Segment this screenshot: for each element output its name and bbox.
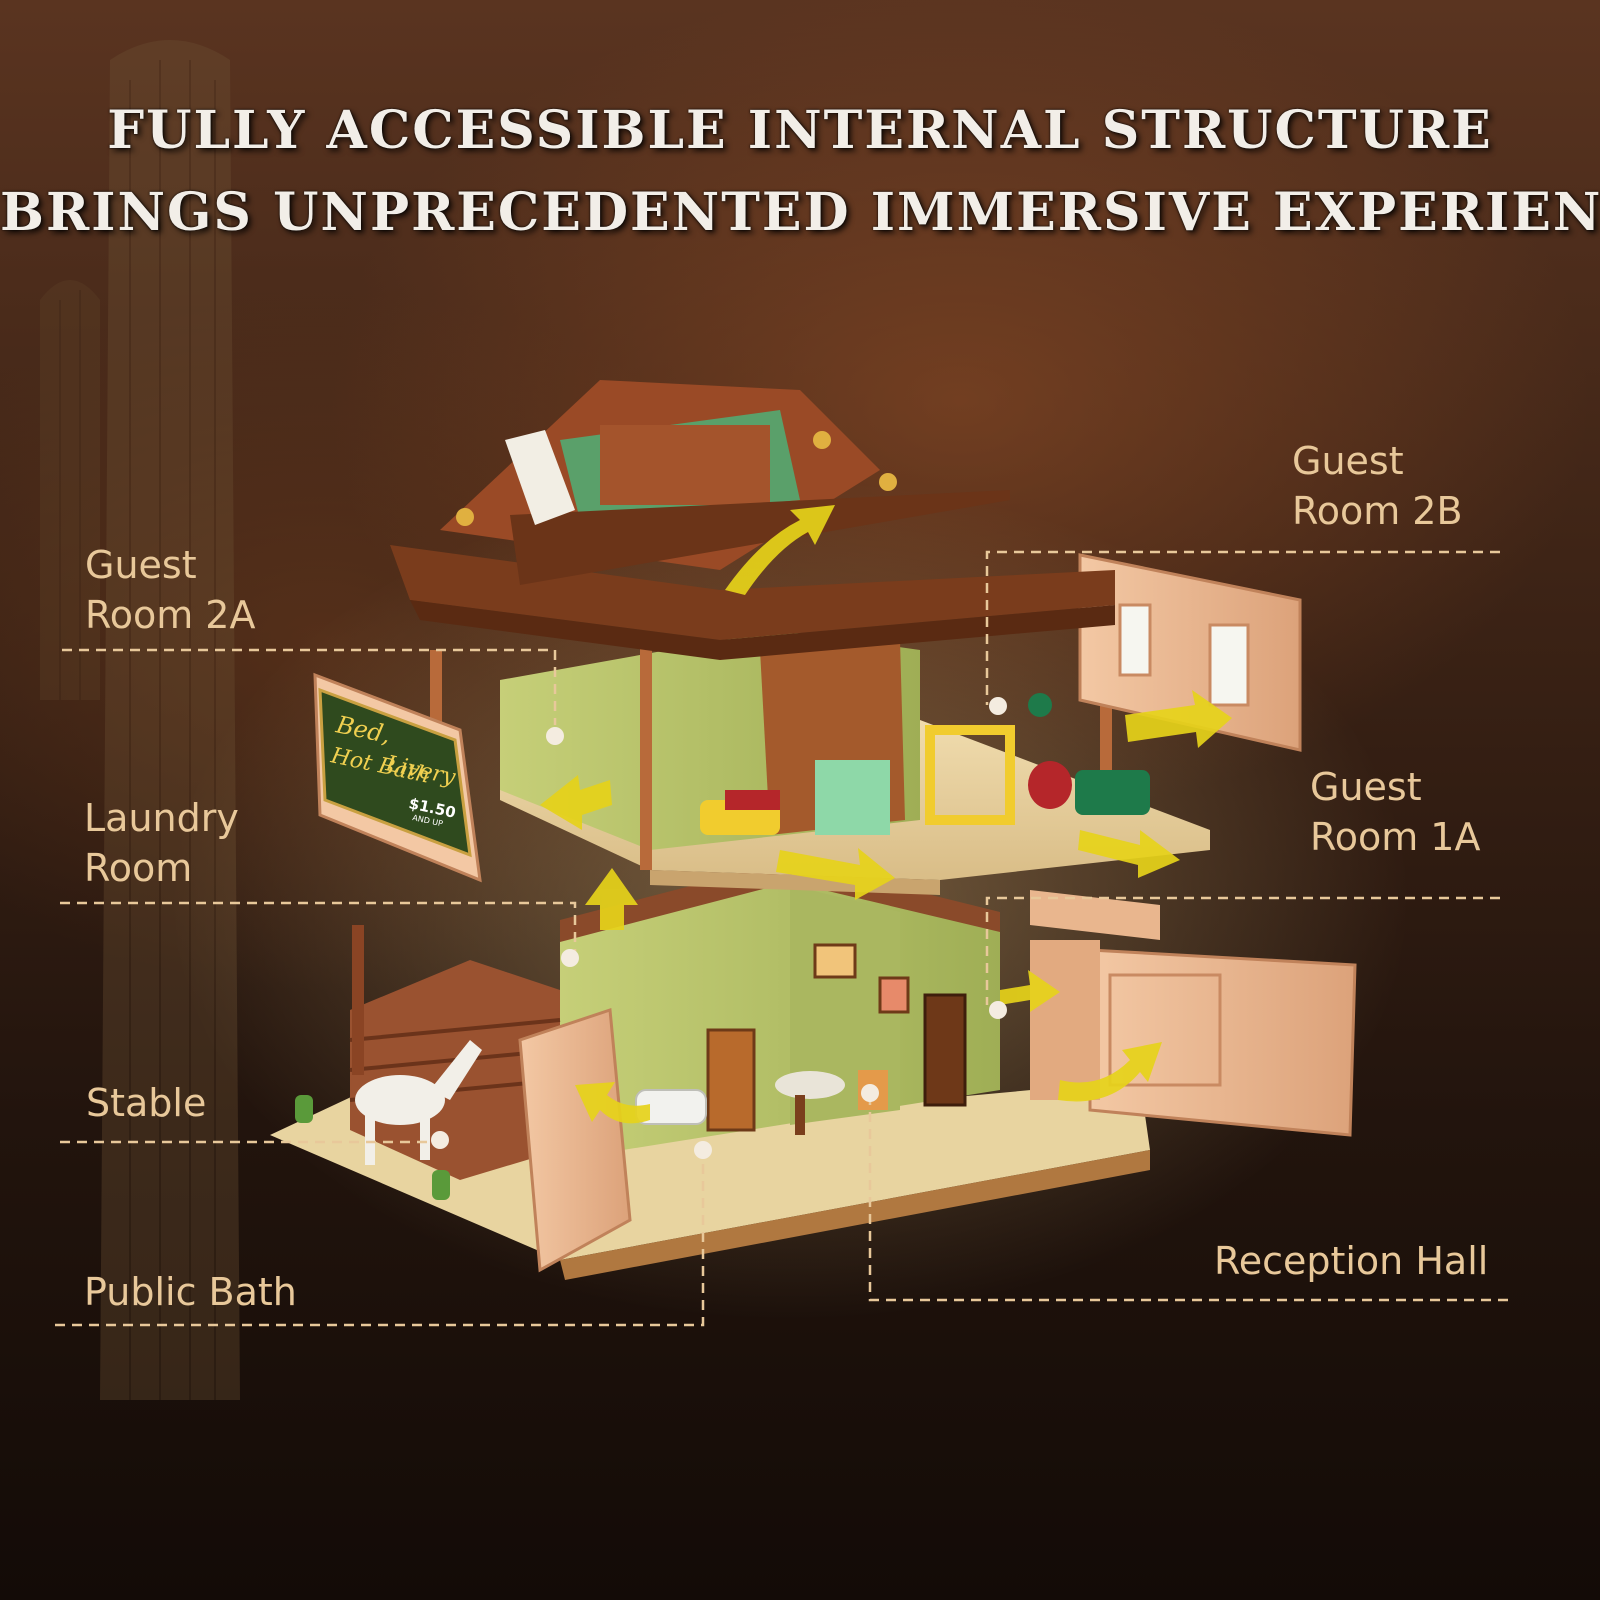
roof-finial-2 bbox=[813, 431, 831, 449]
green-sofa bbox=[1075, 770, 1150, 815]
label-reception-hall: Reception Hall bbox=[1214, 1239, 1489, 1283]
panel-inset bbox=[1108, 973, 1222, 1087]
bath-door bbox=[706, 1028, 756, 1132]
label-stable: Stable bbox=[86, 1081, 207, 1125]
leader-guest-room-1a bbox=[985, 896, 1500, 1005]
bath-wall-panel bbox=[518, 1007, 632, 1273]
stable-post bbox=[352, 925, 364, 1075]
hinge-wall bbox=[1030, 940, 1100, 1100]
water-tower bbox=[505, 430, 575, 525]
leader-laundry-room bbox=[60, 901, 577, 960]
hall-door bbox=[923, 993, 967, 1107]
roof-edge bbox=[410, 600, 1115, 660]
arrow-bath bbox=[575, 1082, 650, 1124]
hall-wall-panel bbox=[1088, 948, 1357, 1137]
arrow-room-1a bbox=[1078, 830, 1180, 878]
ground-floor bbox=[270, 860, 1357, 1280]
headline-line-1: FULLY ACCESSIBLE INTERNAL STRUCTURE bbox=[107, 100, 1493, 161]
dot-public-bath bbox=[694, 1141, 712, 1159]
leader-reception-hall bbox=[868, 1095, 1508, 1302]
hotel-sign bbox=[318, 687, 472, 858]
dot-guest-room-1a bbox=[989, 1001, 1007, 1019]
arrow-hall-open bbox=[1000, 970, 1060, 1012]
headline-line-2: BRINGS UNPRECEDENTED IMMERSIVE EXPERIENC… bbox=[0, 182, 1600, 243]
leader-guest-room-2b bbox=[985, 550, 1500, 705]
baseplate-edge bbox=[560, 1150, 1150, 1280]
brass-bed-frame bbox=[925, 725, 1015, 825]
label-guest-room-1a: Guest Room 1A bbox=[1310, 765, 1481, 859]
label-guest-room-2a: Guest Room 2A bbox=[85, 543, 256, 637]
cactus-plant-2 bbox=[432, 1170, 450, 1200]
porch-post-1 bbox=[640, 640, 652, 870]
red-armchair bbox=[1028, 761, 1072, 809]
dot-guest-room-2a bbox=[546, 727, 564, 745]
wall-picture-1 bbox=[813, 943, 857, 979]
dot-stable bbox=[431, 1131, 449, 1149]
leader-dots bbox=[431, 697, 1007, 1159]
panel-window-2 bbox=[1208, 623, 1250, 707]
reception-table bbox=[775, 1071, 845, 1099]
arrow-laundry bbox=[540, 775, 612, 830]
roof-finial-1 bbox=[456, 508, 474, 526]
green-lamp bbox=[1028, 693, 1052, 717]
label-guest-room-2b: Guest Room 2B bbox=[1292, 439, 1463, 533]
upper-panel-strip bbox=[1030, 890, 1160, 940]
arrow-hall-panel bbox=[1058, 1042, 1162, 1102]
direction-arrows bbox=[540, 505, 1232, 1124]
table-leg bbox=[795, 1095, 805, 1135]
arrow-room-2b bbox=[1125, 690, 1232, 748]
leader-lines bbox=[55, 550, 1508, 1327]
arrow-roof bbox=[725, 505, 835, 595]
dot-guest-room-2b bbox=[989, 697, 1007, 715]
roof bbox=[390, 380, 1115, 660]
leader-public-bath bbox=[55, 1150, 705, 1327]
white-horse bbox=[355, 1040, 482, 1165]
cactus-silhouette bbox=[40, 40, 240, 1400]
roof-deck bbox=[390, 545, 1115, 640]
cactus-plant-1 bbox=[295, 1095, 313, 1123]
panel-window-1 bbox=[1118, 603, 1152, 677]
label-public-bath: Public Bath bbox=[84, 1270, 297, 1314]
arrow-up bbox=[585, 868, 638, 930]
roof-finial-3 bbox=[879, 473, 897, 491]
dot-laundry-room bbox=[561, 949, 579, 967]
wall-picture-2 bbox=[878, 976, 910, 1014]
roof-block bbox=[600, 425, 770, 505]
leader-guest-room-2a bbox=[62, 648, 557, 725]
lifted-roof-panel bbox=[510, 490, 1010, 585]
red-blanket bbox=[725, 790, 780, 810]
arrow-floor-center bbox=[776, 848, 895, 900]
mint-stove bbox=[815, 760, 890, 835]
dot-reception-hall bbox=[861, 1084, 879, 1102]
label-laundry-room: Laundry Room bbox=[84, 796, 239, 890]
